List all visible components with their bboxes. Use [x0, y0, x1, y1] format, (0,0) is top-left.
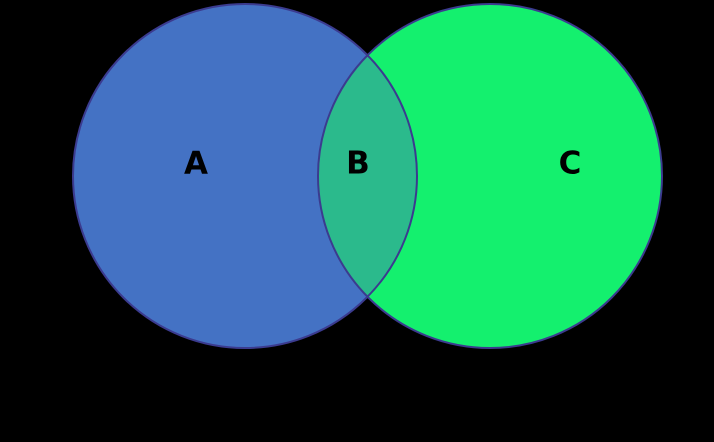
region-label-b: B — [346, 146, 370, 182]
region-label-a: A — [184, 146, 208, 182]
venn-circle-c-outline — [317, 3, 663, 349]
venn-circle-c[interactable] — [318, 4, 662, 348]
venn-circle-a[interactable] — [73, 4, 417, 348]
venn-circle-a-outline — [72, 3, 418, 349]
region-label-c: C — [559, 146, 582, 182]
